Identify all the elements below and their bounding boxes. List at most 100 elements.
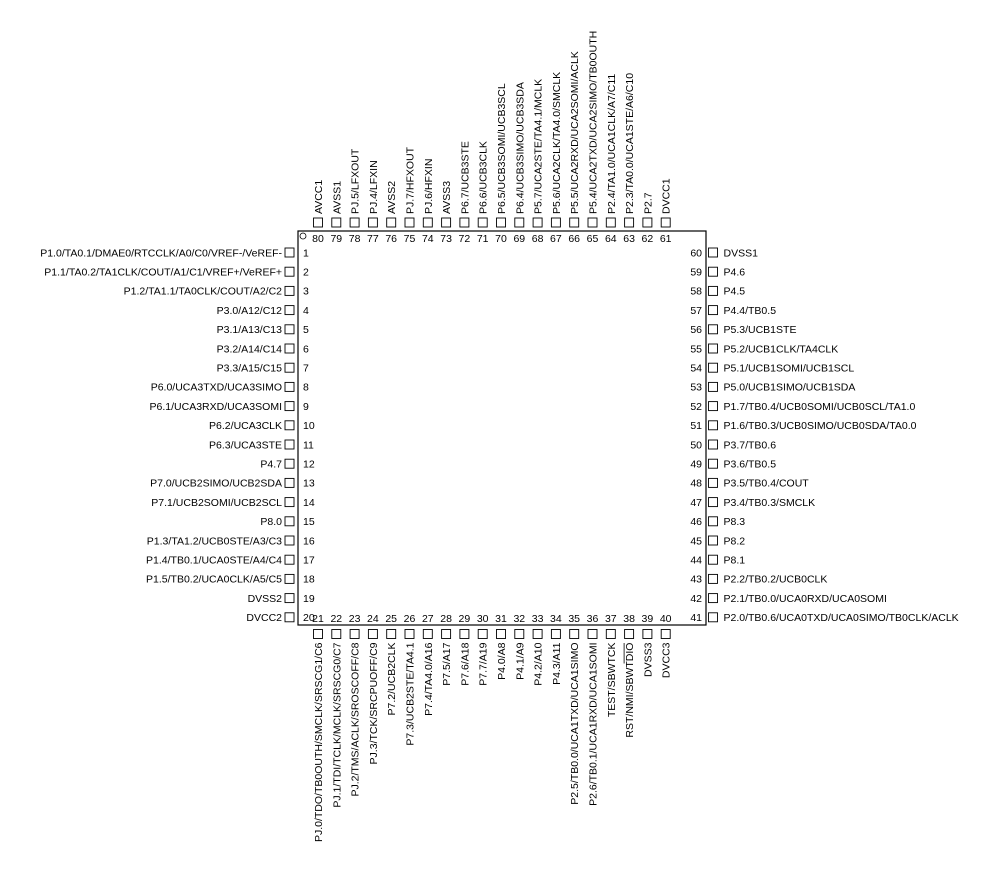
pin-square-7 — [284, 362, 295, 373]
pin-label-51: P1.6/TB0.3/UCB0SIMO/UCB0SDA/TA0.0 — [724, 420, 917, 432]
pin-square-60 — [708, 247, 718, 258]
pin-label-1: P1.0/TA0.1/DMAE0/RTCCLK/A0/C0/VREF-/VeRE… — [40, 247, 282, 259]
pin-square-51 — [708, 420, 718, 431]
pin-number-46: 46 — [690, 516, 702, 528]
pin-label-67: P5.6/UCA2CLK/TA4.0/SMCLK — [551, 72, 563, 214]
pin-square-42 — [708, 593, 718, 604]
pin-square-25 — [386, 629, 397, 639]
pin-label-26: P7.3/UCB2STE/TA4.1 — [405, 642, 417, 745]
pin-square-15 — [284, 516, 295, 527]
pin-label-80: AVCC1 — [313, 180, 325, 214]
pin-square-46 — [708, 516, 718, 527]
pin-square-28 — [441, 629, 452, 639]
pin-square-68 — [532, 217, 543, 228]
pin-number-29: 29 — [459, 613, 471, 625]
pin-square-26 — [404, 629, 415, 639]
pin-label-76: AVSS2 — [386, 181, 398, 214]
pin-number-17: 17 — [303, 555, 315, 567]
pin-label-45: P8.2 — [724, 535, 746, 547]
pin-square-12 — [284, 458, 295, 469]
pin-number-57: 57 — [690, 305, 702, 317]
pin-label-14: P7.1/UCB2SOMI/UCB2SCL — [151, 497, 282, 509]
pin-label-29: P7.6/A18 — [459, 642, 471, 685]
pin-square-52 — [708, 401, 718, 412]
pin-square-73 — [441, 217, 452, 228]
pin-square-43 — [708, 573, 718, 584]
pin-square-10 — [284, 420, 295, 431]
pin-square-58 — [708, 285, 718, 296]
pin-label-25: P7.2/UCB2CLK — [386, 643, 398, 716]
pin-number-60: 60 — [690, 247, 702, 259]
pin-square-20 — [284, 612, 295, 623]
pin-label-36: P2.6/TB0.1/UCA1RXD/UCA1SOMI — [588, 643, 600, 806]
pin-number-16: 16 — [303, 535, 315, 547]
pin-square-64 — [605, 217, 616, 228]
pin-label-77: PJ.4/LFXIN — [368, 160, 380, 214]
pin-number-9: 9 — [303, 401, 309, 413]
pin-number-43: 43 — [690, 574, 702, 586]
pin-label-48: P3.5/TB0.4/COUT — [724, 478, 810, 490]
pin-number-59: 59 — [690, 267, 702, 279]
pin-number-25: 25 — [385, 613, 397, 625]
pin-number-14: 14 — [303, 497, 315, 509]
pin-square-54 — [708, 362, 718, 373]
pin-label-78: PJ.5/LFXOUT — [350, 148, 362, 214]
pin-label-62: P2.7 — [642, 192, 654, 214]
pin-label-21: PJ.0/TDO/TB0OUTH/SMCLK/SRSCG1/C6 — [313, 642, 325, 842]
pin-square-6 — [284, 343, 295, 354]
pin-number-45: 45 — [690, 535, 702, 547]
pin-square-13 — [284, 477, 295, 488]
pin-label-50: P3.7/TB0.6 — [724, 439, 777, 451]
pin-label-4: P3.0/A12/C12 — [217, 305, 283, 317]
pin-label-38: RST/NMI/SBWTDIO — [624, 643, 636, 738]
pin-number-7: 7 — [303, 363, 309, 375]
pin-number-4: 4 — [303, 305, 309, 317]
pin-number-79: 79 — [330, 233, 342, 245]
pin-number-41: 41 — [690, 612, 702, 624]
pin-label-27: P7.4/TA4.0/A16 — [423, 642, 435, 716]
pin-number-72: 72 — [459, 233, 471, 245]
pin-square-49 — [708, 458, 718, 469]
pin-square-55 — [708, 343, 718, 354]
pin-number-53: 53 — [690, 382, 702, 394]
pin-label-54: P5.1/UCB1SOMI/UCB1SCL — [724, 363, 855, 375]
pin-number-30: 30 — [477, 613, 489, 625]
pin-label-43: P2.2/TB0.2/UCB0CLK — [724, 574, 828, 586]
pin-square-32 — [514, 629, 525, 639]
pin-label-10: P6.2/UCA3CLK — [209, 420, 282, 432]
pin-label-56: P5.3/UCB1STE — [724, 324, 797, 336]
pin-label-18: P1.5/TB0.2/UCA0CLK/A5/C5 — [146, 574, 282, 586]
pin-number-18: 18 — [303, 574, 315, 586]
pin-number-11: 11 — [303, 439, 314, 451]
pin-number-15: 15 — [303, 516, 315, 528]
pin-square-14 — [284, 497, 295, 508]
pin-square-18 — [284, 573, 295, 584]
pin-square-36 — [587, 629, 598, 639]
pin-number-54: 54 — [690, 363, 702, 375]
pin-number-75: 75 — [404, 233, 416, 245]
pin-label-39: DVSS3 — [642, 642, 654, 677]
pin-label-23: PJ.2/TMS/ACLK/SROSCOFF/C8 — [350, 642, 362, 796]
pin-square-56 — [708, 324, 718, 335]
pin-square-47 — [708, 497, 718, 508]
pin-square-19 — [284, 593, 295, 604]
pin-number-44: 44 — [690, 555, 702, 567]
pin-square-24 — [367, 629, 378, 639]
pin-number-20: 20 — [303, 612, 315, 624]
pin-square-2 — [284, 266, 295, 277]
pin-number-35: 35 — [568, 613, 580, 625]
pin-number-48: 48 — [690, 478, 702, 490]
pin-square-77 — [367, 217, 378, 228]
pin-number-28: 28 — [440, 613, 452, 625]
pin-square-29 — [459, 629, 470, 639]
pin-label-75: PJ.7/HFXOUT — [405, 146, 417, 214]
pin-label-19: DVSS2 — [248, 593, 283, 605]
pin-label-17: P1.4/TB0.1/UCA0STE/A4/C4 — [146, 555, 282, 567]
pin-label-66: P5.5/UCA2RXD/UCA2SOMI/ACLK — [569, 51, 581, 214]
pin-label-70: P6.5/UCB3SOMI/UCB3SCL — [496, 83, 508, 214]
pin-label-60: DVSS1 — [724, 247, 759, 259]
pin-label-28: P7.5/A17 — [441, 642, 453, 685]
pin-square-38 — [624, 629, 635, 639]
pin-number-1: 1 — [303, 247, 309, 259]
pin-number-34: 34 — [550, 613, 562, 625]
